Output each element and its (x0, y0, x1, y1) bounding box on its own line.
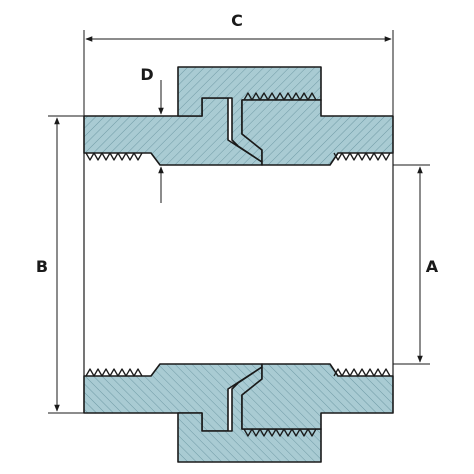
top-nut-thread (243, 92, 317, 101)
dimension-a: A (393, 164, 439, 365)
dimension-b: B (36, 115, 84, 414)
top-right-pipe-thread (333, 152, 391, 161)
dim-c-label: C (231, 11, 243, 30)
dim-d-label: D (140, 65, 153, 84)
top-wall (83, 66, 394, 166)
bottom-right-pipe-thread (333, 368, 391, 377)
dimension-d: D (140, 65, 164, 203)
bottom-nut-thread (243, 428, 317, 437)
bottom-left-pipe-thread (85, 368, 143, 377)
bottom-right-tailpiece (241, 363, 394, 430)
top-right-tailpiece (241, 99, 394, 166)
bottom-wall (83, 363, 394, 463)
top-left-pipe-thread (85, 152, 143, 161)
dimension-c: C (83, 11, 394, 116)
dim-a-label: A (426, 257, 439, 276)
dim-b-label: B (36, 257, 48, 276)
